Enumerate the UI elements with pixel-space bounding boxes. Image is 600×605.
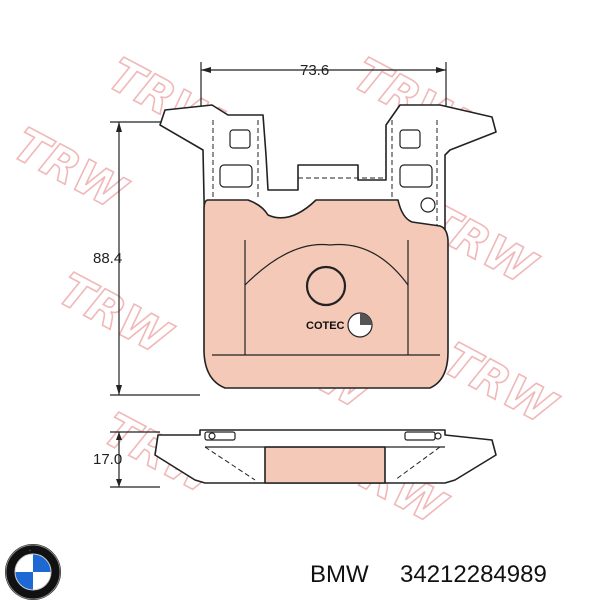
- part-number: 34212284989: [400, 561, 547, 588]
- height-dimension-label: 88.4: [93, 250, 122, 267]
- thickness-dimension: 17.0: [93, 431, 160, 488]
- watermark: TRW: [50, 262, 181, 366]
- brake-pad-side-view: [154, 429, 497, 484]
- height-dimension: 88.4: [93, 121, 200, 396]
- watermark: TRW: [5, 117, 136, 221]
- side-friction-material: [264, 446, 386, 484]
- watermark: TRW: [435, 332, 566, 436]
- svg-text:·: ·: [29, 548, 31, 554]
- friction-material: [203, 199, 449, 389]
- slot-circle: [305, 265, 347, 307]
- brand-name: BMW: [310, 561, 369, 588]
- brake-pad-front-view: COTEC: [159, 104, 497, 389]
- bmw-roundel-icon: ·: [5, 544, 61, 600]
- thickness-dimension-label: 17.0: [93, 451, 122, 468]
- cotec-mark: COTEC: [306, 312, 373, 338]
- cotec-label: COTEC: [306, 320, 345, 332]
- width-dimension: 73.6: [200, 62, 447, 120]
- width-dimension-label: 73.6: [300, 62, 329, 79]
